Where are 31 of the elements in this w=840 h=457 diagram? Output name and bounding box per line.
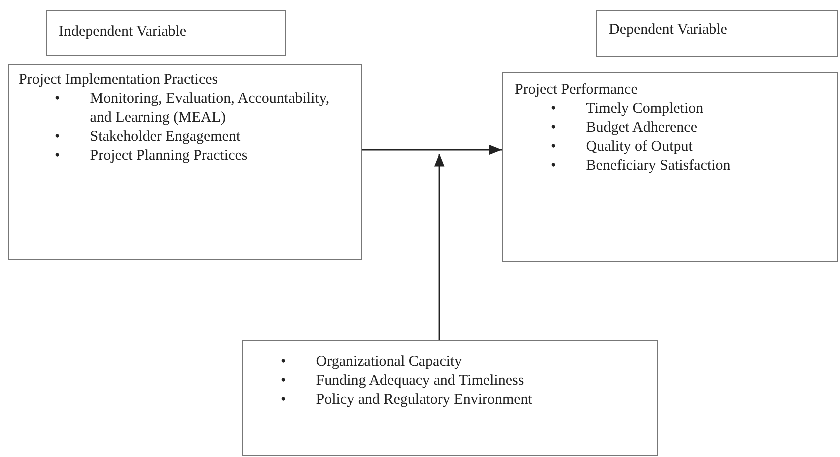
box-label: Dependent Variable: [609, 21, 728, 40]
bullet: •: [55, 90, 60, 109]
box-heading: Project Performance: [515, 81, 639, 100]
box-label: Independent Variable: [59, 23, 188, 42]
list-item: Stakeholder Engagement: [90, 128, 241, 147]
list-item: Policy and Regulatory Environment: [316, 391, 532, 410]
bullet: •: [551, 119, 556, 138]
list-item: Beneficiary Satisfaction: [586, 157, 731, 176]
arrow: [434, 154, 445, 340]
list-item: Monitoring, Evaluation, Accountability, and Learning (MEAL): [90, 90, 331, 128]
text-box: [8, 64, 362, 260]
bullet: •: [55, 128, 60, 147]
bullet: •: [281, 353, 286, 372]
bullet: •: [55, 147, 60, 166]
box-heading: Project Implementation Practices: [19, 71, 220, 90]
list-item: Budget Adherence: [586, 119, 698, 138]
list-item: Funding Adequacy and Timeliness: [316, 372, 524, 391]
bullet: •: [551, 138, 556, 157]
text-box: [242, 340, 658, 456]
bullet: •: [281, 372, 286, 391]
list-item: Timely Completion: [586, 100, 704, 119]
text-box: [596, 10, 838, 57]
text-box: [46, 10, 286, 56]
bullet: •: [551, 157, 556, 176]
list-item: Organizational Capacity: [316, 353, 462, 372]
list-item: Quality of Output: [586, 138, 693, 157]
bullet: •: [551, 100, 556, 119]
arrow: [362, 144, 502, 156]
bullet: •: [281, 391, 286, 410]
list-item: Project Planning Practices: [90, 147, 248, 166]
text-box: [502, 72, 838, 262]
